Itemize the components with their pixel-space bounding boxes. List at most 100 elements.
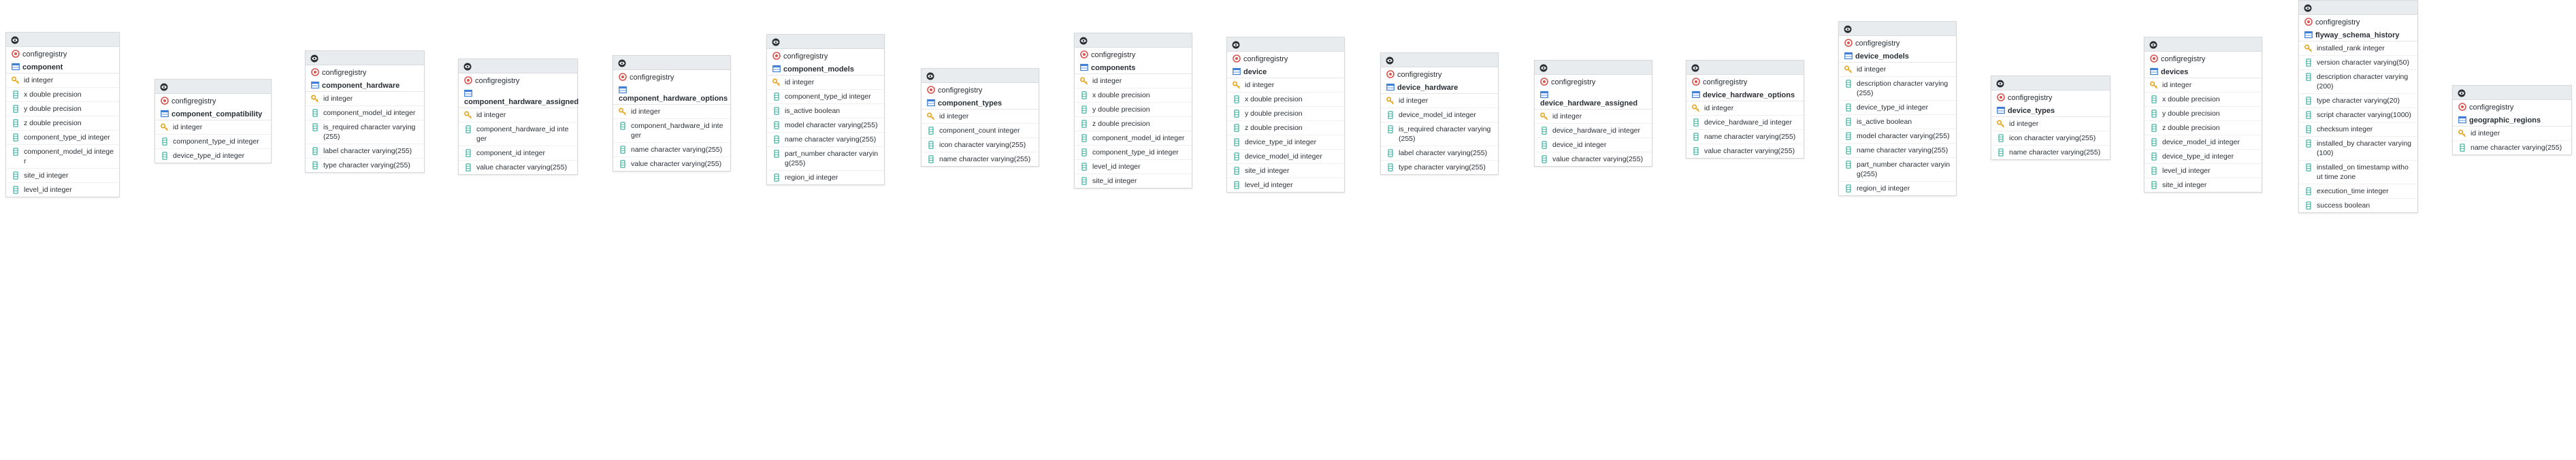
column-row[interactable]: name character varying(255) — [1839, 144, 1956, 158]
column-row[interactable]: name character varying(255) — [1991, 146, 2110, 159]
column-row[interactable]: installed_by character varying(100) — [2299, 137, 2417, 161]
primary-key-column[interactable]: id integer — [1381, 94, 1498, 108]
primary-key-column[interactable]: id integer — [2145, 78, 2262, 93]
column-row[interactable]: name character varying(255) — [613, 143, 730, 157]
column-row[interactable]: region_id integer — [767, 171, 884, 184]
column-row[interactable]: description character varying(255) — [1839, 77, 1956, 101]
view-icon[interactable] — [310, 54, 319, 63]
column-row[interactable]: device_model_id integer — [1227, 150, 1344, 164]
column-row[interactable]: device_model_id integer — [1381, 108, 1498, 122]
column-row[interactable]: name character varying(255) — [2453, 141, 2571, 154]
primary-key-column[interactable]: id integer — [155, 120, 271, 135]
column-row[interactable]: site_id integer — [1227, 164, 1344, 178]
column-row[interactable]: z double precision — [6, 116, 119, 131]
primary-key-column[interactable]: id integer — [1686, 101, 1804, 116]
primary-key-column[interactable]: id integer — [1535, 110, 1652, 124]
primary-key-column[interactable]: id integer — [1075, 74, 1192, 88]
column-row[interactable]: level_id integer — [1227, 178, 1344, 192]
view-icon[interactable] — [463, 62, 472, 71]
view-icon[interactable] — [2304, 3, 2312, 12]
column-row[interactable]: model character varying(255) — [1839, 129, 1956, 144]
column-row[interactable]: component_model_id integer — [306, 106, 424, 120]
column-row[interactable]: icon character varying(255) — [922, 138, 1039, 152]
primary-key-column[interactable]: id integer — [613, 105, 730, 119]
column-row[interactable]: z double precision — [1227, 121, 1344, 135]
column-row[interactable]: z double precision — [1075, 117, 1192, 131]
column-row[interactable]: is_active boolean — [1839, 115, 1956, 129]
column-row[interactable]: region_id integer — [1839, 182, 1956, 195]
primary-key-column[interactable]: id integer — [6, 73, 119, 88]
column-row[interactable]: part_number character varying(255) — [1839, 158, 1956, 182]
column-row[interactable]: device_hardware_id integer — [1535, 124, 1652, 138]
view-icon[interactable] — [2149, 40, 2157, 49]
primary-key-column[interactable]: id integer — [459, 108, 577, 122]
column-row[interactable]: component_model_id integer — [1075, 131, 1192, 146]
view-icon[interactable] — [1232, 40, 1240, 49]
column-row[interactable]: level_id integer — [2145, 164, 2262, 178]
column-row[interactable]: y double precision — [1227, 107, 1344, 121]
column-row[interactable]: model character varying(255) — [767, 118, 884, 133]
column-row[interactable]: icon character varying(255) — [1991, 131, 2110, 146]
column-row[interactable]: site_id integer — [2145, 178, 2262, 192]
column-row[interactable]: label character varying(255) — [306, 144, 424, 159]
column-row[interactable]: level_id integer — [1075, 160, 1192, 174]
column-row[interactable]: y double precision — [1075, 103, 1192, 117]
column-row[interactable]: x double precision — [1227, 93, 1344, 107]
column-row[interactable]: y double precision — [2145, 107, 2262, 121]
view-icon[interactable] — [1844, 24, 1852, 33]
view-icon[interactable] — [1386, 56, 1394, 65]
column-row[interactable]: installed_on timestamp without time zone — [2299, 161, 2417, 184]
primary-key-column[interactable]: id integer — [767, 76, 884, 90]
column-row[interactable]: value character varying(255) — [1686, 144, 1804, 158]
column-row[interactable]: name character varying(255) — [922, 152, 1039, 166]
column-row[interactable]: component_hardware_id integer — [459, 122, 577, 146]
column-row[interactable]: site_id integer — [1075, 174, 1192, 188]
view-icon[interactable] — [926, 71, 934, 80]
column-row[interactable]: component_hardware_id integer — [613, 119, 730, 143]
column-row[interactable]: description character varying(200) — [2299, 70, 2417, 94]
column-row[interactable]: value character varying(255) — [1535, 152, 1652, 166]
column-row[interactable]: type character varying(255) — [306, 159, 424, 172]
column-row[interactable]: success boolean — [2299, 199, 2417, 212]
column-row[interactable]: device_type_id integer — [1227, 135, 1344, 150]
column-row[interactable]: component_type_id integer — [6, 131, 119, 145]
column-row[interactable]: device_type_id integer — [1839, 101, 1956, 115]
primary-key-column[interactable]: id integer — [1991, 117, 2110, 131]
column-row[interactable]: z double precision — [2145, 121, 2262, 135]
column-row[interactable]: value character varying(255) — [613, 157, 730, 171]
column-row[interactable]: script character varying(1000) — [2299, 108, 2417, 122]
column-row[interactable]: component_type_id integer — [155, 135, 271, 149]
column-row[interactable]: x double precision — [2145, 93, 2262, 107]
primary-key-column[interactable]: id integer — [2453, 127, 2571, 141]
column-row[interactable]: device_hardware_id integer — [1686, 116, 1804, 130]
column-row[interactable]: device_type_id integer — [2145, 150, 2262, 164]
column-row[interactable]: type character varying(255) — [1381, 161, 1498, 174]
primary-key-column[interactable]: id integer — [922, 110, 1039, 124]
primary-key-column[interactable]: installed_rank integer — [2299, 42, 2417, 56]
column-row[interactable]: type character varying(20) — [2299, 94, 2417, 108]
view-icon[interactable] — [11, 35, 19, 44]
column-row[interactable]: device_id integer — [1535, 138, 1652, 152]
column-row[interactable]: execution_time integer — [2299, 184, 2417, 199]
column-row[interactable]: name character varying(255) — [1686, 130, 1804, 144]
view-icon[interactable] — [1691, 63, 1699, 72]
column-row[interactable]: device_model_id integer — [2145, 135, 2262, 150]
column-row[interactable]: device_type_id integer — [155, 149, 271, 163]
column-row[interactable]: x double precision — [6, 88, 119, 102]
view-icon[interactable] — [618, 59, 626, 67]
